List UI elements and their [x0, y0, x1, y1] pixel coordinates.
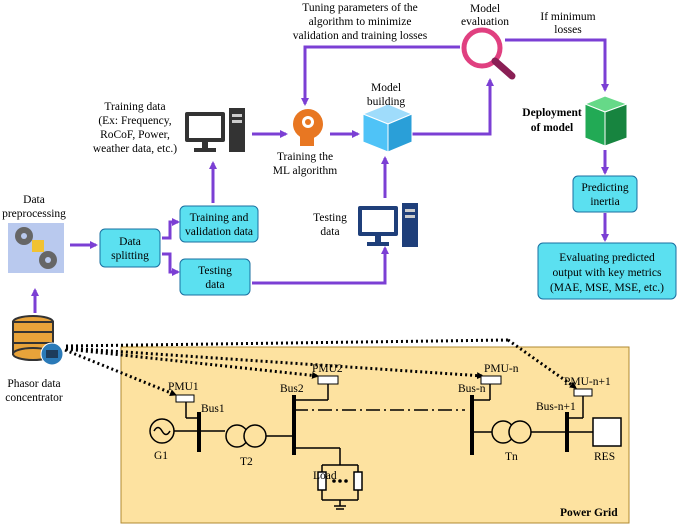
pmu-links: [64, 338, 577, 397]
deployment-line2: of model: [531, 122, 573, 134]
t2-label: T2: [240, 456, 253, 468]
deployment-line1: Deployment: [522, 107, 582, 119]
predicting-line1: Predicting: [581, 182, 629, 194]
phasor-label: Phasor data concentrator: [5, 378, 63, 404]
brain-head-icon: [293, 109, 323, 146]
testing-data-box: Testing data: [179, 258, 251, 296]
training-validation-box: Training and validation data: [179, 205, 259, 243]
data-splitting-line2: splitting: [111, 250, 149, 262]
model-cube-icon: [361, 103, 414, 153]
evaluating-metrics-box: Evaluating predicted output with key met…: [537, 242, 677, 300]
training-ml-line2: ML algorithm: [273, 165, 337, 177]
pmun-icon: [480, 375, 502, 385]
testing-label-line1: Testing: [313, 212, 347, 224]
model-evaluation-label: Model evaluation: [461, 3, 509, 28]
training-ml-line1: Training the: [277, 151, 333, 163]
preprocessing-gears-icon: [8, 223, 64, 273]
phasor-line2: concentrator: [5, 392, 63, 404]
load-label: Load: [313, 470, 337, 482]
tn-label: Tn: [505, 451, 518, 463]
deployment-cube-icon: [583, 95, 629, 147]
pmu1-icon: [175, 394, 195, 403]
bus1-label: Bus1: [201, 403, 225, 415]
data-splitting-line1: Data: [119, 236, 141, 248]
training-ml-label: Training the ML algorithm: [273, 151, 337, 177]
testing-computer-icon: [358, 203, 418, 247]
tuning-label: Tuning parameters of the algorithm to mi…: [293, 2, 428, 42]
flow-arrows: [31, 38, 609, 313]
training-data-line3: RoCoF, Power,: [100, 129, 170, 141]
preprocessing-line2: preprocessing: [2, 208, 66, 220]
pmu2-label: PMU2: [312, 363, 343, 375]
database-icon: [12, 315, 64, 366]
grid-schematic: [149, 384, 622, 510]
testing-data-label: Testing data: [313, 212, 347, 238]
power-grid-title: Power Grid: [560, 507, 618, 519]
evaluating-line3: (MAE, MSE, MSE, etc.): [550, 282, 664, 294]
tuning-line3: validation and training losses: [293, 30, 428, 42]
pmu2-icon: [317, 375, 339, 385]
pmun1-label: PMU-n+1: [564, 376, 611, 388]
evaluating-line1: Evaluating predicted: [559, 252, 655, 264]
data-preprocessing-label: Data preprocessing: [2, 194, 66, 220]
model-evaluation-line1: Model: [470, 3, 500, 15]
training-data-line4: weather data, etc.): [93, 143, 177, 155]
training-data-line2: (Ex: Frequency,: [98, 115, 171, 127]
g1-label: G1: [154, 450, 168, 462]
load-dots: [332, 479, 348, 483]
phasor-line1: Phasor data: [7, 378, 60, 390]
deployment-label: Deployment of model: [522, 107, 582, 134]
pmu1-label: PMU1: [168, 381, 199, 393]
magnifier-icon: [461, 27, 516, 80]
power-grid-panel: [120, 346, 630, 524]
testing-box-line1: Testing: [198, 265, 232, 277]
training-computer-icon: [185, 108, 245, 152]
testing-label-line2: data: [320, 226, 339, 238]
if-minimum-line2: losses: [554, 24, 582, 36]
pmun-label: PMU-n: [484, 363, 519, 375]
training-validation-line1: Training and: [190, 212, 249, 224]
predicting-line2: inertia: [590, 196, 619, 208]
preprocessing-line1: Data: [23, 194, 45, 206]
training-data-label: Training data (Ex: Frequency, RoCoF, Pow…: [93, 101, 177, 155]
bus2-label: Bus2: [280, 383, 304, 395]
tuning-line2: algorithm to minimize: [309, 16, 412, 28]
res-icon: [592, 417, 622, 447]
tuning-line1: Tuning parameters of the: [302, 2, 418, 14]
training-data-line1: Training data: [104, 101, 165, 113]
busn-label: Bus-n: [458, 383, 486, 395]
busn1-label: Bus-n+1: [536, 401, 576, 413]
training-validation-line2: validation data: [185, 226, 253, 238]
data-splitting-box: Data splitting: [99, 228, 161, 268]
model-evaluation-line2: evaluation: [461, 16, 509, 28]
model-building-label: Model building: [367, 82, 406, 108]
res-label: RES: [594, 451, 615, 463]
if-minimum-label: If minimum losses: [540, 11, 595, 36]
pmun1-icon: [573, 388, 593, 397]
if-minimum-line1: If minimum: [540, 11, 595, 23]
model-building-line2: building: [367, 96, 406, 108]
evaluating-line2: output with key metrics: [553, 267, 662, 279]
predicting-inertia-box: Predicting inertia: [572, 175, 638, 213]
testing-box-line2: data: [205, 279, 224, 291]
model-building-line1: Model: [371, 82, 401, 94]
